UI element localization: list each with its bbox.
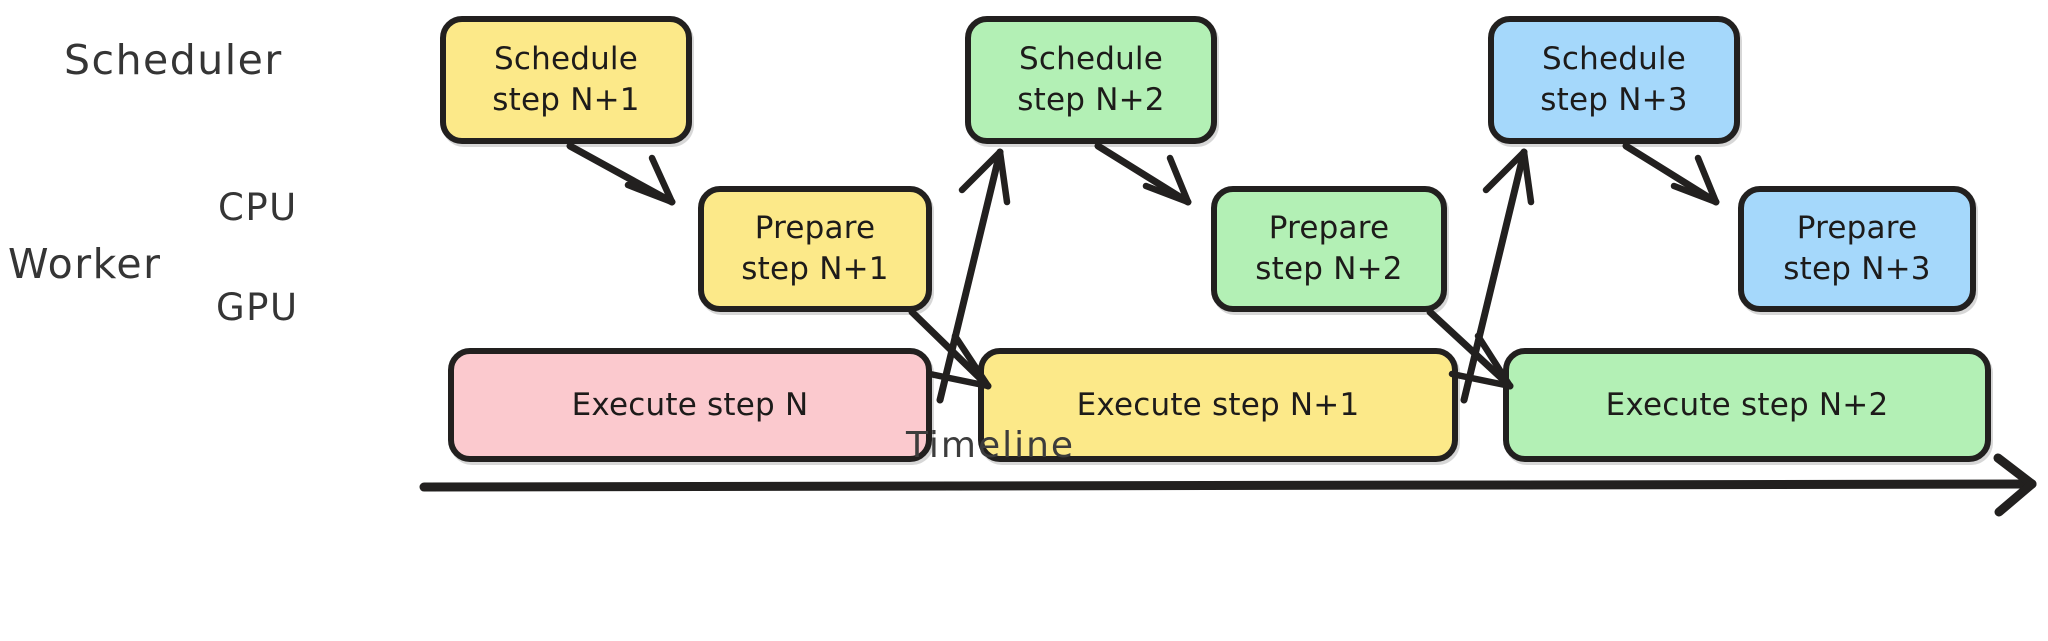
node-line-1: Schedule [1018,41,1164,78]
lane-label-cpu: CPU [218,186,298,229]
node-line-1: Execute step N+1 [1076,386,1360,423]
node-line-1: Schedule [1541,41,1687,78]
node-line-2: step N+3 [1540,82,1688,118]
node-execute-step-n-plus-2[interactable]: Execute step N+2 [1503,348,1991,462]
node-line-1: Schedule [493,41,639,78]
timeline-label: Timeline [906,425,1076,466]
arrow-schedule-3-to-prepare-3 [1622,142,1720,206]
node-line-1: Execute step N+2 [1605,386,1889,423]
node-prepare-step-n-plus-1[interactable]: Prepare step N+1 [698,186,932,312]
node-line-2: step N+1 [741,251,889,287]
arrow-schedule-1-to-prepare-1 [566,142,676,206]
node-schedule-step-n-plus-1[interactable]: Schedule step N+1 [440,16,692,144]
node-line-2: step N+2 [1017,82,1165,118]
node-schedule-step-n-plus-2[interactable]: Schedule step N+2 [965,16,1217,144]
node-line-2: step N+1 [492,82,640,118]
node-line-1: Prepare [1268,210,1390,247]
node-line-2: step N+2 [1255,251,1403,287]
node-execute-step-n[interactable]: Execute step N [448,348,932,462]
node-prepare-step-n-plus-2[interactable]: Prepare step N+2 [1211,186,1447,312]
node-execute-step-n-plus-1[interactable]: Execute step N+1 [978,348,1458,462]
node-prepare-step-n-plus-3[interactable]: Prepare step N+3 [1738,186,1976,312]
lane-label-worker: Worker [8,240,162,288]
node-line-1: Prepare [754,210,876,247]
node-line-2: step N+3 [1783,251,1931,287]
lane-label-gpu: GPU [216,286,299,329]
node-line-1: Prepare [1796,210,1918,247]
lane-label-scheduler: Scheduler [64,36,283,84]
timeline-axis [419,453,2037,517]
node-line-1: Execute step N [571,386,809,423]
node-schedule-step-n-plus-3[interactable]: Schedule step N+3 [1488,16,1740,144]
arrow-schedule-2-to-prepare-2 [1094,142,1192,206]
